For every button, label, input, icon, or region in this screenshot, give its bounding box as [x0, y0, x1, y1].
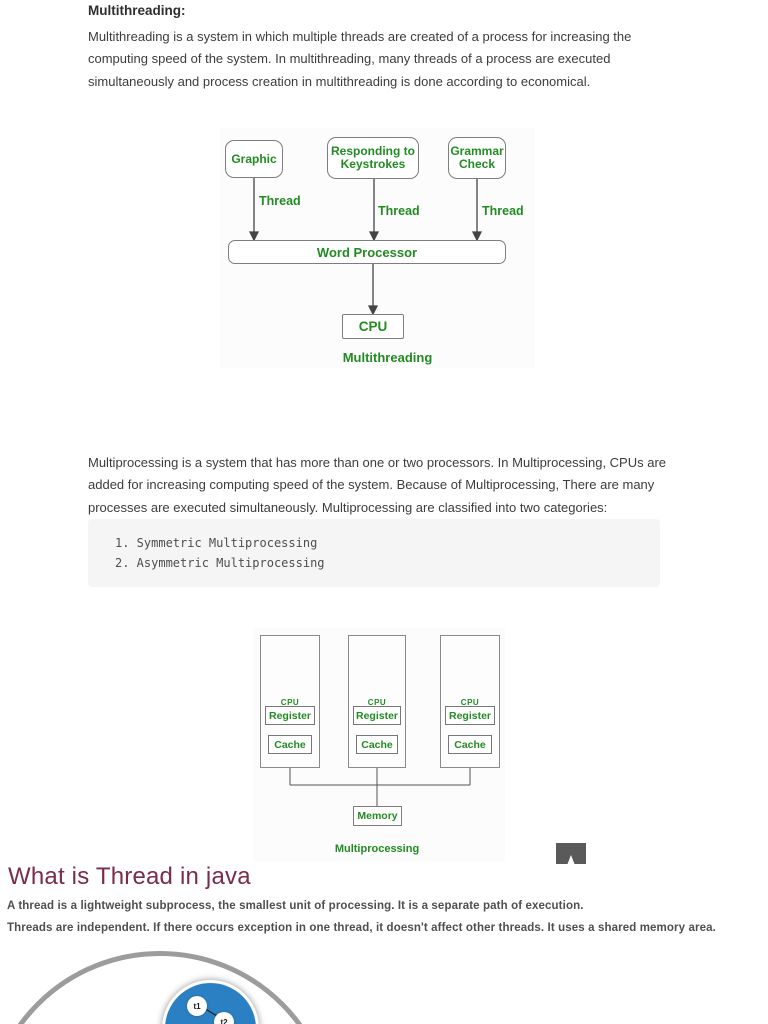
- memory-box: Memory: [353, 806, 402, 826]
- multithreading-heading: Multithreading:: [88, 3, 186, 18]
- multiprocessing-diagram: CPU CPU CPU Register Register Register C…: [253, 628, 505, 862]
- paragraph-line: added for increasing computing speed of …: [88, 477, 655, 493]
- cpu-box: CPU: [342, 314, 404, 339]
- thread-node: t2: [214, 1012, 234, 1024]
- multiprocessing-diagram-caption: Multiprocessing: [334, 843, 420, 855]
- list-item: 1. Symmetric Multiprocessing: [115, 536, 318, 550]
- thread-arrow-label: Thread: [378, 204, 420, 218]
- register-box: Register: [353, 706, 401, 725]
- thread-arrow-label: Thread: [259, 194, 301, 208]
- word-processor-box: Word Processor: [228, 240, 506, 264]
- cpu-label: CPU: [367, 698, 387, 707]
- thread-java-heading: What is Thread in java: [8, 863, 251, 890]
- paragraph-line: Multithreading is a system in which mult…: [88, 29, 632, 44]
- bookmark-icon[interactable]: [556, 843, 586, 864]
- cpu-label: CPU: [280, 698, 300, 707]
- multithreading-diagram-caption: Multithreading: [342, 350, 433, 365]
- cache-box: Cache: [356, 735, 398, 754]
- cache-box: Cache: [448, 735, 492, 754]
- paragraph-line: computing speed of the system. In multit…: [88, 51, 611, 67]
- cache-box: Cache: [268, 735, 312, 754]
- multithreading-diagram: Graphic Responding to Keystrokes Grammar…: [220, 128, 535, 368]
- responding-to-keystrokes-box: Responding to Keystrokes: [327, 137, 419, 179]
- thread-java-line: Threads are independent. If there occurs…: [7, 922, 716, 934]
- grammar-check-box: Grammar Check: [448, 137, 506, 179]
- paragraph-line: simultaneously and process creation in m…: [88, 73, 591, 89]
- graphic-box: Graphic: [225, 140, 283, 178]
- thread-node: t1: [187, 996, 207, 1016]
- cpu-label: CPU: [460, 698, 480, 707]
- thread-java-line: A thread is a lightweight subprocess, th…: [7, 900, 584, 912]
- thread-arrow-label: Thread: [482, 204, 524, 218]
- register-box: Register: [445, 706, 495, 725]
- paragraph-line: processes are executed simultaneously. M…: [88, 499, 608, 515]
- register-box: Register: [265, 706, 315, 725]
- multiprocessing-categories-list: 1. Symmetric Multiprocessing 2. Asymmetr…: [88, 519, 660, 587]
- multiprocessing-paragraph: Multiprocessing is a system that has mor…: [88, 452, 666, 519]
- paragraph-line: Multiprocessing is a system that has mor…: [88, 455, 667, 470]
- multithreading-diagram-arrows: [248, 178, 483, 316]
- list-item: 2. Asymmetric Multiprocessing: [115, 555, 325, 570]
- multithreading-paragraph: Multithreading is a system in which mult…: [88, 26, 631, 93]
